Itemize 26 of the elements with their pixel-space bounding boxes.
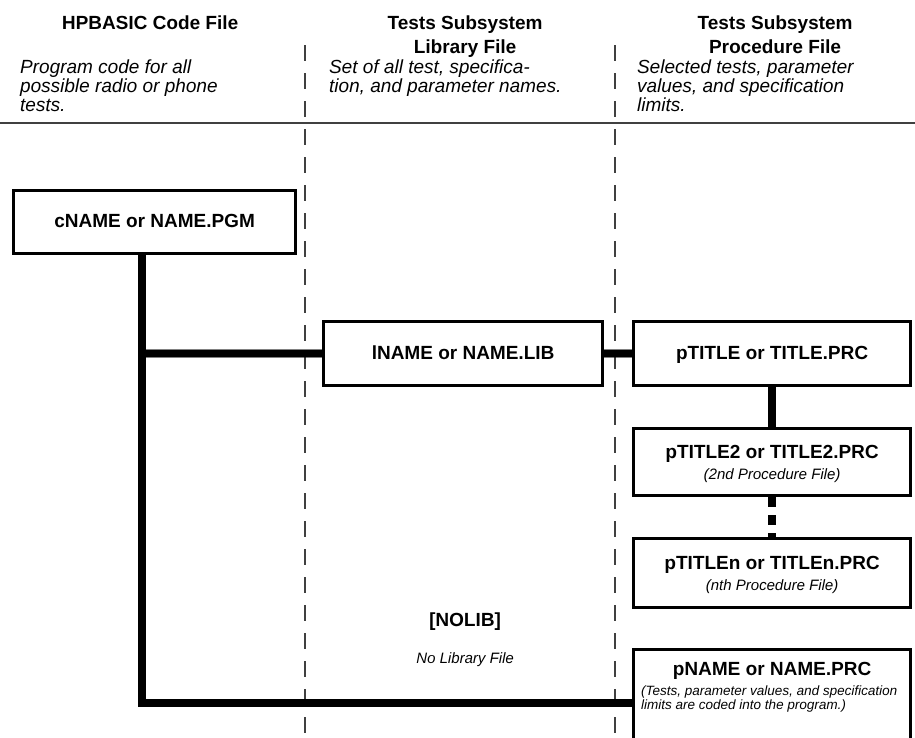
file-note: (nth Procedure File) xyxy=(706,578,838,594)
file-name: lNAME or NAME.LIB xyxy=(372,342,554,364)
connector-line xyxy=(604,350,632,358)
description-text: No Library File xyxy=(415,650,515,668)
file-box xyxy=(632,537,912,609)
file-box xyxy=(632,427,912,497)
file-name: pTITLEn or TITLEn.PRC xyxy=(664,552,880,575)
file-box xyxy=(12,189,297,255)
column-heading: Tests Subsystem Library File xyxy=(386,12,544,59)
column-heading: Tests Subsystem Procedure File xyxy=(696,12,854,59)
file-note: (Tests, parameter values, and specification limits are coded into the program.) xyxy=(641,684,898,712)
file-box xyxy=(632,648,912,738)
column-heading: HPBASIC Code File xyxy=(60,12,240,36)
file-name: pNAME or NAME.PRC xyxy=(672,659,872,681)
file-box xyxy=(322,320,604,387)
file-note: (2nd Procedure File) xyxy=(704,466,840,482)
file-name: pTITLE or TITLE.PRC xyxy=(676,342,868,364)
file-name: cNAME or NAME.PGM xyxy=(54,211,255,233)
description-text: Set of all test, specifica- tion, and parameter names. xyxy=(329,58,562,96)
file-name: pTITLE2 or TITLE2.PRC xyxy=(665,442,879,464)
file-box xyxy=(632,320,912,387)
connector-line xyxy=(768,497,776,537)
description-text: Selected tests, parameter values, and specification limits. xyxy=(637,58,855,115)
connector-line xyxy=(768,387,776,427)
column-heading: [NOLIB] xyxy=(428,610,502,633)
description-text: Program code for all possible radio or phone tests. xyxy=(20,58,219,115)
